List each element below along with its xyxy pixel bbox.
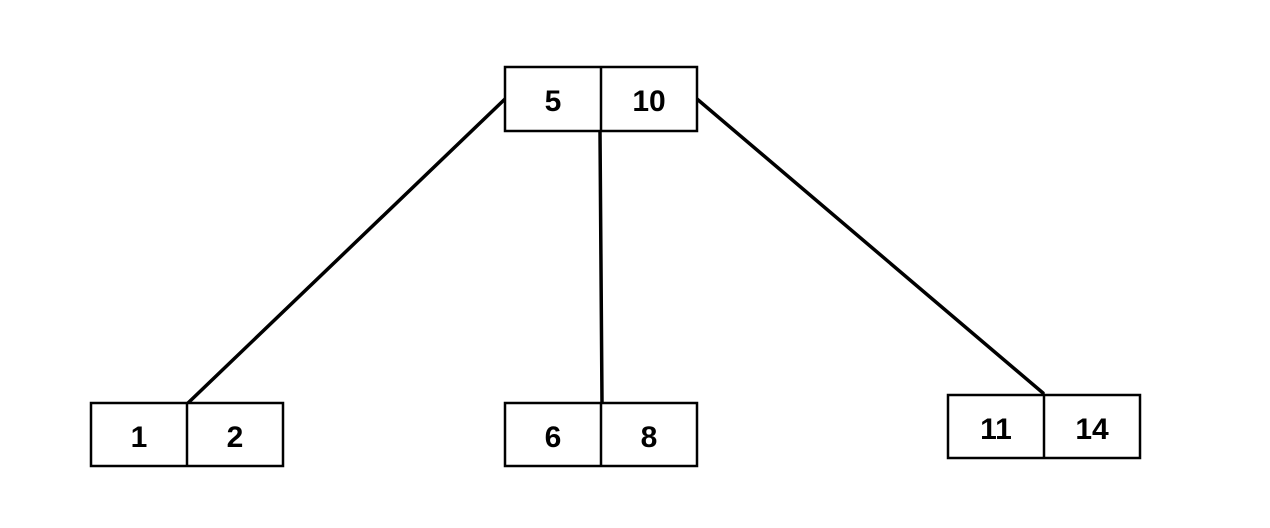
edge-root-to-left-child [186,97,507,405]
middle-child-key-1: 6 [545,421,562,454]
middle-child-key-2: 8 [641,421,658,454]
left-child-key-1: 1 [131,421,148,454]
right-child-key-2: 14 [1075,413,1109,446]
child-node-right: 11 14 [946,393,1142,460]
right-child-key-1: 11 [980,413,1012,446]
left-child-key-2: 2 [227,421,244,454]
child-node-left: 1 2 [89,401,285,468]
root-key-2: 10 [632,85,665,118]
edge-root-to-middle-child [598,129,604,405]
edge-root-to-right-child [695,97,1045,395]
root-key-1: 5 [545,85,562,118]
root-node: 5 10 [503,65,699,133]
child-node-middle: 6 8 [503,401,699,468]
